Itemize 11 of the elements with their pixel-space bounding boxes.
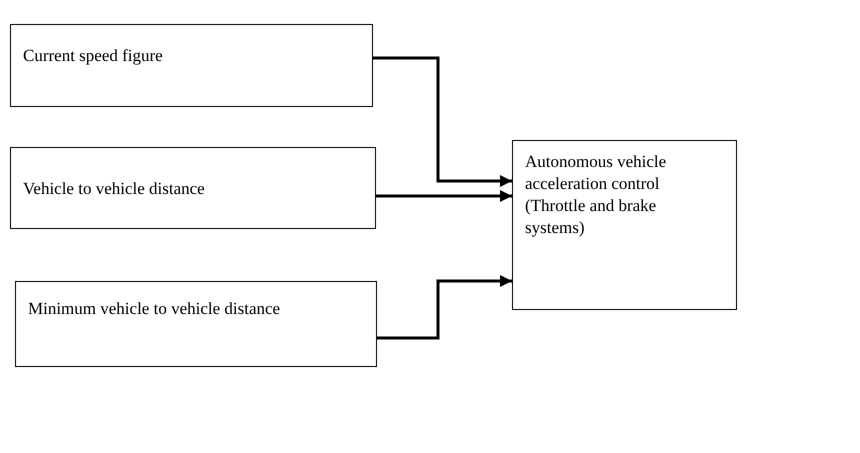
process-box [15,281,377,367]
box-text: Vehicle to vehicle distance [23,178,206,200]
box-text: Autonomous vehicle acceleration control (Throttle and brake systems) [525,151,668,239]
box-text: Minimum vehicle to vehicle distance [28,298,282,320]
process-box [10,24,373,107]
box-text: Current speed figure [23,45,164,67]
arrow [376,190,512,202]
process-box [512,140,737,310]
arrow [373,56,512,187]
arrow [377,275,512,340]
process-box [10,147,376,229]
